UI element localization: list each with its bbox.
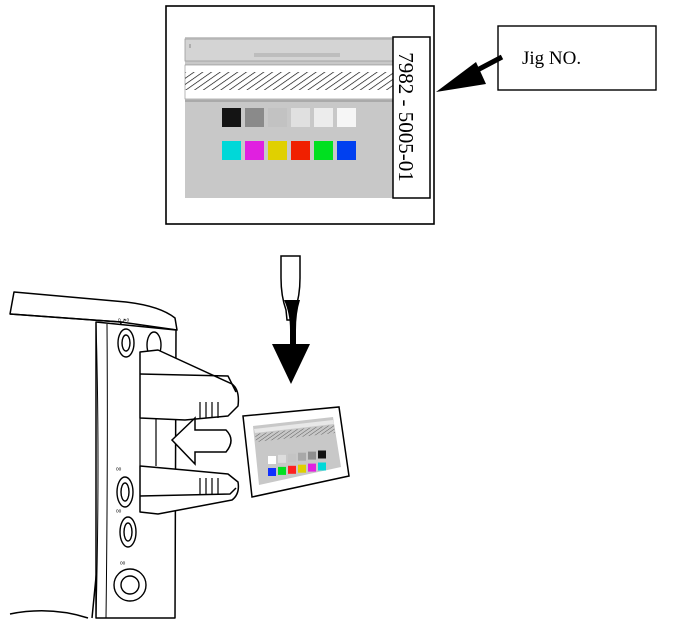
color-swatch: [291, 141, 310, 160]
color-swatch: [288, 465, 296, 474]
upper-clip: [139, 349, 240, 421]
color-swatch: [278, 466, 286, 475]
color-swatch: [245, 108, 264, 127]
color-swatch: [298, 464, 306, 473]
lower-clip: [139, 465, 240, 515]
color-swatch: [268, 468, 276, 476]
color-swatch: [268, 456, 276, 464]
svg-text:ᵒ↗ᵒ: ᵒ↗ᵒ: [118, 318, 130, 325]
svg-text:ᵒᵒ: ᵒᵒ: [116, 467, 122, 474]
card-grayscale-swatches: [268, 450, 326, 464]
color-swatch: [268, 108, 287, 127]
color-swatch: [268, 141, 287, 160]
svg-text:ᵒᵒ: ᵒᵒ: [116, 509, 122, 516]
color-swatch: [291, 108, 310, 127]
color-swatch: [337, 141, 356, 160]
color-swatch: [308, 463, 316, 472]
color-swatch-row: [222, 141, 356, 160]
jig-card-detail: 7982 - 5005-01: [165, 5, 435, 225]
color-swatch: [298, 452, 306, 461]
grayscale-swatch-row: [222, 108, 356, 127]
color-swatch: [314, 141, 333, 160]
jig-number-callout: Jig NO.: [436, 25, 657, 92]
jig-card: [185, 37, 396, 198]
inserted-card: [242, 406, 350, 498]
svg-text:ᵒᵒ: ᵒᵒ: [120, 561, 126, 568]
left-arrow-icon: [170, 416, 232, 466]
callout-box: [497, 25, 657, 91]
card-color-swatches: [268, 462, 326, 476]
part-number-text: 7982 - 5005-01: [394, 52, 418, 182]
card-header-stripe: [184, 38, 394, 62]
color-swatch: [245, 141, 264, 160]
callout-label: Jig NO.: [522, 48, 581, 69]
color-swatch: [308, 451, 316, 460]
color-swatch: [318, 462, 326, 471]
part-number-box: [392, 36, 431, 199]
color-swatch: [222, 108, 241, 127]
pointer-arrow-icon: [436, 62, 486, 92]
color-swatch: [288, 453, 296, 462]
color-swatch: [337, 108, 356, 127]
card-hatch-strip: [185, 72, 393, 90]
color-swatch: [314, 108, 333, 127]
color-swatch: [222, 141, 241, 160]
color-swatch: [278, 454, 286, 463]
down-arrow-icon: [272, 255, 310, 384]
jig-holder: [139, 349, 240, 515]
color-swatch: [318, 450, 326, 459]
